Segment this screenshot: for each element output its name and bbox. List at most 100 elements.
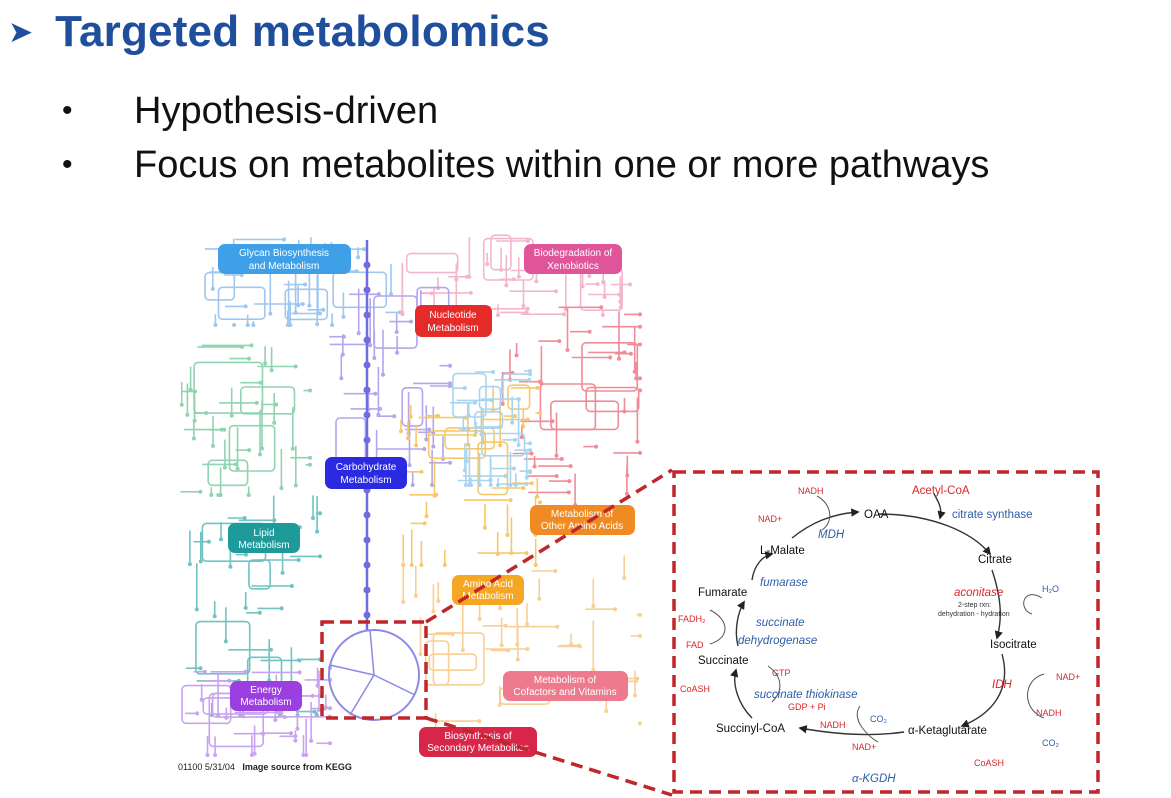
enzyme-label-part: succinate: [756, 617, 805, 629]
cofactor-label: H₂O: [1042, 584, 1059, 594]
compound-node: [409, 319, 413, 324]
pathway-loop: [432, 632, 485, 686]
compound-node: [464, 459, 469, 464]
category-box: [325, 457, 407, 489]
metabolite-labels: OAA Acetyl-CoA Citrate Isocitrate α-Keta…: [698, 485, 1037, 737]
cofactor-label: NADH: [820, 720, 846, 730]
category-label-line1: Metabolism of: [534, 675, 596, 686]
category-label: Nucleotide Metabolism: [415, 305, 492, 337]
compound-node: [525, 239, 530, 243]
compound-node: [381, 372, 385, 377]
compound-node: [427, 427, 432, 432]
compound-node: [528, 470, 532, 475]
cofactor-label: FAD: [686, 640, 704, 650]
tca-arrow: [877, 513, 992, 556]
compound-node: [310, 693, 315, 698]
category-label-line2: Other Amino Acids: [541, 521, 623, 532]
compound-node: [269, 368, 274, 373]
bullet-list: • Hypothesis-driven • Focus on metabolites…: [62, 84, 989, 192]
compound-node: [260, 446, 264, 451]
compound-node: [498, 443, 503, 448]
compound-node: [251, 323, 256, 327]
pathway-loop: [478, 385, 502, 411]
pathway-loop: [332, 271, 388, 309]
compound-node: [521, 424, 526, 429]
tca-arrow: [991, 569, 1003, 640]
bullet-text: Focus on metabolites within one or more …: [134, 143, 990, 186]
compound-node: [311, 516, 315, 520]
compound-node: [293, 483, 298, 488]
compound-node: [297, 670, 302, 675]
compound-node: [401, 599, 406, 604]
compound-node: [195, 711, 200, 716]
compound-node: [524, 475, 529, 480]
metabolite-label: Succinate: [698, 655, 749, 667]
cofactor-label: NADH: [1036, 708, 1062, 718]
compound-node: [477, 483, 482, 487]
enzyme-label: fumarase: [760, 577, 808, 589]
cofactor-label: CO₂: [1042, 738, 1060, 748]
pathway-loop: [579, 267, 624, 312]
map-code: 01100 5/31/04: [178, 762, 235, 772]
category-label-line2: Metabolism: [427, 323, 478, 334]
compound-node: [219, 427, 224, 432]
compound-node: [512, 414, 517, 419]
carbohydrate-backbone: [363, 240, 371, 630]
slide-title-text: Targeted metabolomics: [55, 7, 550, 56]
compound-node: [477, 617, 482, 621]
compound-node: [557, 339, 562, 344]
compound-node: [528, 448, 532, 453]
compound-node: [322, 706, 327, 711]
compound-node: [442, 563, 447, 567]
tca-highlight-box: [320, 620, 428, 720]
compound-node: [568, 464, 573, 469]
pathway-loop: [405, 252, 459, 274]
compound-node: [242, 516, 247, 520]
bullet-dot-icon: •: [62, 148, 73, 181]
compound-node: [431, 444, 436, 449]
cofactor-arcs: [709, 495, 1045, 743]
compound-node: [400, 310, 405, 315]
pathway-loop: [474, 411, 504, 429]
compound-node: [488, 478, 493, 483]
aconitase-note: 2-step rxn: dehydration - hydration: [938, 602, 1010, 618]
compound-node: [257, 610, 262, 615]
compound-node: [515, 657, 520, 662]
compound-node: [378, 406, 383, 411]
compound-node: [638, 342, 642, 347]
category-label: Biodegradation of Xenobiotics: [524, 244, 622, 274]
compound-node: [500, 401, 505, 406]
bullet-item: • Focus on metabolites within one or more…: [62, 138, 989, 192]
compound-node: [513, 483, 518, 487]
tca-arrow: [798, 725, 905, 736]
compound-node: [422, 447, 427, 451]
category-label-line2: Cofactors and Vitamins: [513, 687, 616, 698]
compound-node: [194, 607, 199, 612]
compound-node: [301, 753, 306, 757]
compound-node: [188, 387, 193, 392]
compound-node: [274, 402, 279, 407]
compound-node: [482, 525, 487, 530]
compound-node: [559, 457, 564, 461]
compound-node: [373, 391, 378, 396]
compound-node: [288, 323, 293, 327]
compound-node: [243, 605, 248, 610]
compound-node: [280, 570, 285, 575]
compound-node: [538, 500, 542, 505]
bullet-text: Hypothesis-driven: [134, 89, 439, 132]
compound-node: [466, 426, 471, 431]
cofactor-label: NAD+: [1056, 672, 1080, 682]
compound-node: [268, 311, 273, 316]
compound-node: [600, 313, 605, 317]
compound-node: [219, 537, 223, 542]
compound-node: [282, 237, 286, 242]
compound-node: [432, 493, 437, 498]
compound-node: [521, 304, 526, 308]
tca-zoom-frame: [672, 470, 1100, 794]
compound-node: [272, 518, 277, 523]
compound-node: [293, 734, 298, 739]
glycolysis-node: [363, 336, 371, 344]
compound-node: [503, 623, 508, 628]
compound-node: [213, 323, 218, 327]
compound-node: [315, 529, 320, 534]
